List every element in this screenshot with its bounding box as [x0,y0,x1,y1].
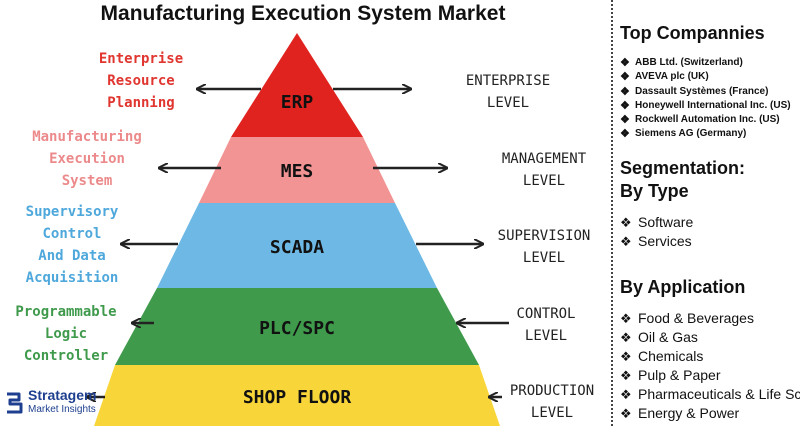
left-label-scada-line-1: Supervisory [25,204,119,220]
left-label-erp: Enterprise Resource Planning [82,48,200,114]
diamond-bullet-icon: ❖ [620,387,632,402]
left-label-mes: Manufacturing Execution System [22,126,152,192]
left-label-plc-line-1: Programmable [15,304,117,320]
company-item: ❖ Honeywell International Inc. (US) [620,99,791,113]
diamond-bullet-icon: ❖ [620,368,632,383]
diamond-bullet-icon: ❖ [620,57,630,69]
right-label-control-line-1: CONTROL [516,306,576,322]
right-label-production-line-1: PRODUCTION [509,383,595,399]
application-item: ❖ Oil & Gas [620,328,800,347]
left-label-scada-line-3: And Data [38,248,106,264]
right-label-control: CONTROL LEVEL [506,303,586,347]
application-name: Oil & Gas [638,329,698,345]
type-name: Services [638,233,692,249]
type-name: Software [638,214,694,230]
pyramid-label-shop-floor: SHOP FLOOR [243,387,352,408]
application-item: ❖ Chemicals [620,347,800,366]
diamond-bullet-icon: ❖ [620,311,632,326]
left-label-erp-line-3: Planning [107,95,175,111]
pyramid-label-scada: SCADA [270,237,324,258]
left-label-erp-line-2: Resource [107,73,175,89]
diamond-bullet-icon: ❖ [620,128,630,141]
segmentation-heading: Segmentation: [620,158,746,178]
logo-mark-icon [7,392,23,414]
types-list: ❖ Software ❖ Services [620,213,693,251]
left-label-scada-line-2: Control [42,226,102,242]
right-label-management: MANAGEMENT LEVEL [484,148,604,192]
diamond-bullet-icon: ❖ [620,234,632,249]
right-label-supervision: SUPERVISION LEVEL [484,225,604,269]
diamond-bullet-icon: ❖ [620,215,632,230]
diamond-bullet-icon: ❖ [620,85,630,98]
left-label-mes-line-1: Manufacturing [32,129,142,145]
application-name: Food & Beverages [638,310,754,326]
logo-subtitle: Market Insights [28,404,96,415]
type-item: ❖ Services [620,232,693,251]
pyramid-tier-erp [231,33,363,137]
company-item: ❖ Rockwell Automation Inc. (US) [620,113,791,127]
left-label-scada-line-4: Acquisition [25,270,119,286]
diamond-bullet-icon: ❖ [620,99,630,112]
company-name: Honeywell International Inc. (US) [635,99,791,111]
application-item: ❖ Food & Beverages [620,309,800,328]
companies-list: ❖ABB Ltd. (Switzerland) ❖AVEVA plc (UK) … [620,56,791,142]
left-label-plc: Programmable Logic Controller [4,301,128,367]
pyramid-tier-shop-floor [94,365,500,426]
vertical-divider [611,0,613,426]
left-label-mes-line-3: System [61,173,113,189]
company-name: AVEVA plc (UK) [635,71,709,83]
diamond-bullet-icon: ❖ [620,330,632,345]
right-label-production: PRODUCTION LEVEL [500,380,604,424]
left-label-erp-line-1: Enterprise [98,51,184,67]
by-application-heading: By Application [620,277,746,297]
pyramid-tier-scada [157,203,437,288]
pyramid-label-plc-spc: PLC/SPC [259,318,335,339]
application-item: ❖ Energy & Power [620,404,800,423]
company-item: ❖ ABB Ltd. (Switzerland) [620,56,791,70]
left-label-mes-line-2: Execution [49,151,125,167]
right-label-enterprise: ENTERPRISE LEVEL [448,70,568,114]
company-name: Rockwell Automation Inc. (US) [635,114,780,126]
pyramid-diagram: ERP MES SCADA PLC/SPC SHOP FLOOR [0,33,509,426]
application-name: Chemicals [638,348,704,364]
application-name: Pulp & Paper [638,367,721,383]
logo-name: Stratagem [28,387,97,403]
page-title: Manufacturing Execution System Market [100,2,506,25]
type-item: ❖ Software [620,213,693,232]
company-name: Siemens AG (Germany) [635,128,747,140]
application-item: ❖ Pulp & Paper [620,366,800,385]
by-type-heading: By Type [620,181,689,201]
left-label-scada: Supervisory Control And Data Acquisition [12,201,132,289]
left-label-plc-line-3: Controller [23,348,109,364]
right-label-control-line-2: LEVEL [524,328,568,344]
application-name: Energy & Power [638,405,740,421]
pyramid-tier-mes [199,137,395,203]
right-label-enterprise-line-1: ENTERPRISE [465,73,551,89]
company-item: ❖ Dassault Systèmes (France) [620,85,791,99]
right-label-supervision-line-1: SUPERVISION [497,228,591,244]
pyramid-label-mes: MES [281,161,314,182]
stratagem-logo: Stratagem Market Insights [4,387,114,421]
company-name: ABB Ltd. (Switzerland) [635,57,743,68]
left-label-plc-line-2: Logic [44,326,88,342]
company-name: Dassault Systèmes (France) [635,85,769,97]
applications-list: ❖Food & Beverages ❖Oil & Gas ❖Chemicals … [620,309,800,423]
right-label-management-line-1: MANAGEMENT [501,151,587,167]
company-item: ❖ AVEVA plc (UK) [620,70,791,84]
diamond-bullet-icon: ❖ [620,349,632,364]
right-label-supervision-line-2: LEVEL [522,250,566,266]
pyramid-tier-plc-spc [115,288,479,365]
diamond-bullet-icon: ❖ [620,114,630,127]
diamond-bullet-icon: ❖ [620,406,632,421]
right-label-enterprise-line-2: LEVEL [486,95,530,111]
application-name: Pharmaceuticals & Life Sciences [638,386,800,402]
right-label-production-line-2: LEVEL [530,405,574,421]
application-item: ❖ Pharmaceuticals & Life Sciences [620,385,800,404]
company-item: ❖ Siemens AG (Germany) [620,127,791,141]
right-label-management-line-2: LEVEL [522,173,566,189]
companies-heading: Top Compannies [620,23,765,43]
pyramid-label-erp: ERP [281,92,314,113]
diamond-bullet-icon: ❖ [620,71,630,84]
sidebar: Top Compannies ❖ ABB Ltd. (Switzerland) ❖… [620,0,800,426]
